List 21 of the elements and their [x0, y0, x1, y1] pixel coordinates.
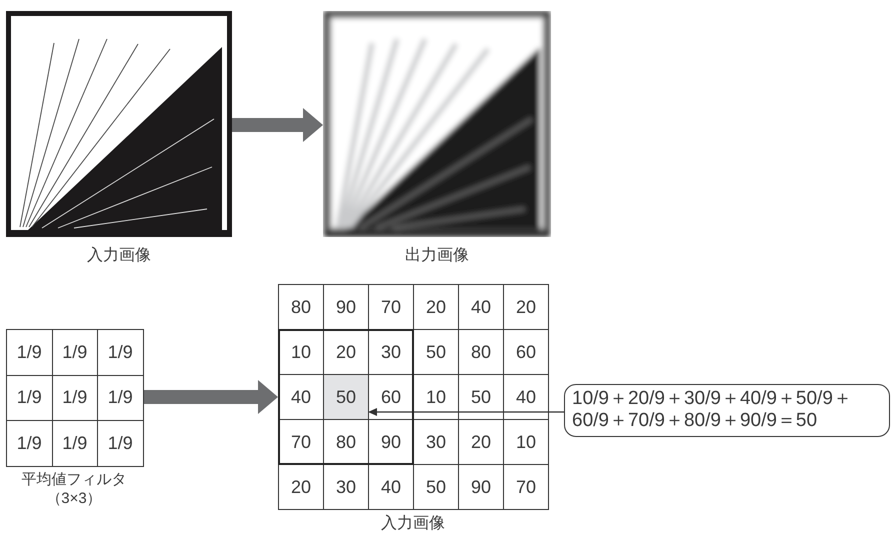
image-caption: 入力画像	[86, 246, 152, 266]
grid-cell: 1/9	[6, 420, 52, 466]
image-drawing	[6, 11, 232, 237]
image-caption: 平均値フィルタ（3×3）	[20, 470, 128, 508]
image-caption: 出力画像	[404, 246, 470, 266]
pixel-grid	[6, 329, 143, 466]
grid-cell: 1/9	[6, 329, 52, 376]
grid-cell: 20	[278, 464, 324, 510]
grid-cell: 1/9	[97, 329, 144, 376]
grid-cell: 1/9	[97, 420, 144, 466]
pixel-grid	[278, 284, 548, 509]
grid-cell: 20	[503, 284, 549, 330]
image-caption: 入力画像	[380, 514, 446, 534]
arrow	[368, 408, 564, 416]
block-arrow	[143, 380, 278, 414]
image-drawing	[323, 11, 551, 237]
grid-cell: 80	[278, 284, 324, 330]
formula-callout: 10/9＋20/9＋30/9＋40/9＋50/9＋60/9＋70/9＋80/9＋90/9＝50	[564, 384, 890, 437]
grid-cell: 70	[503, 464, 549, 510]
highlighted-cell: 50	[323, 374, 369, 420]
block-arrow	[232, 108, 323, 142]
